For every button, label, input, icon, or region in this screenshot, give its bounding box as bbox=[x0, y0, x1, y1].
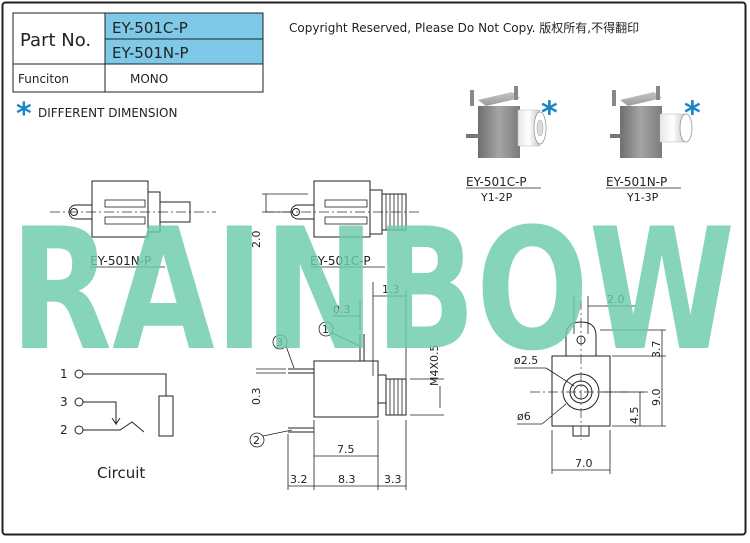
part-number-label: Part No. bbox=[20, 30, 91, 51]
side-dim-1-3: 1.3 bbox=[382, 283, 400, 296]
top-view-c: 2.0 EY-501C-P bbox=[250, 180, 420, 268]
front-dim-phi-6: ø6 bbox=[517, 410, 531, 423]
note-star-icon: * bbox=[16, 97, 32, 132]
side-pin-2-callout: 2 bbox=[253, 434, 260, 447]
front-dim-7-0: 7.0 bbox=[575, 457, 593, 470]
side-dim-3-2: 3.2 bbox=[290, 473, 308, 486]
photo-c-star-icon: * bbox=[541, 94, 558, 132]
rainbow-watermark: RAINBOW bbox=[10, 192, 735, 388]
top-view-n-label: EY-501N-P bbox=[90, 254, 151, 268]
photo-c-sub: Y1-2P bbox=[480, 191, 513, 204]
circuit-node-1: 1 bbox=[60, 367, 68, 381]
photo-c-label: EY-501C-P bbox=[466, 175, 527, 189]
circuit-diagram: 1 3 2 Circuit bbox=[60, 367, 174, 482]
part-number-n: EY-501N-P bbox=[112, 44, 189, 62]
side-view: 0.3 1.3 M4X0.5 0.3 1 3 2 7.5 3.2 8.3 3.3 bbox=[249, 282, 444, 490]
copyright-notice: Copyright Reserved, Please Do Not Copy. … bbox=[289, 20, 639, 35]
top-view-c-dim-2-0: 2.0 bbox=[250, 231, 263, 249]
circuit-node-3: 3 bbox=[60, 395, 68, 409]
side-dim-3-3: 3.3 bbox=[384, 473, 402, 486]
top-view-n: EY-501N-P bbox=[50, 180, 216, 268]
note-text: DIFFERENT DIMENSION bbox=[38, 106, 177, 120]
function-label: Funciton bbox=[18, 72, 69, 86]
front-dim-2-0: 2.0 bbox=[607, 293, 625, 306]
part-table: Part No. EY-501C-P EY-501N-P Funciton MO… bbox=[12, 12, 264, 93]
side-pin-3-callout: 3 bbox=[276, 336, 283, 349]
part-number-c: EY-501C-P bbox=[112, 19, 188, 37]
top-view-c-label: EY-501C-P bbox=[310, 254, 371, 268]
circuit-title: Circuit bbox=[97, 464, 145, 482]
side-dim-8-3: 8.3 bbox=[338, 473, 356, 486]
photo-n-label: EY-501N-P bbox=[606, 175, 667, 189]
product-photo-c bbox=[466, 86, 547, 158]
side-dim-7-5: 7.5 bbox=[337, 443, 355, 456]
side-dim-0-3-top: 0.3 bbox=[333, 303, 351, 316]
side-pin-1-callout: 1 bbox=[322, 323, 329, 336]
photo-n-star-icon: * bbox=[684, 94, 701, 132]
front-dim-phi-2-5: ø2.5 bbox=[514, 354, 538, 367]
front-dim-4-5: 4.5 bbox=[628, 407, 641, 425]
function-value: MONO bbox=[130, 72, 168, 86]
product-photo-n bbox=[610, 86, 693, 158]
circuit-node-2: 2 bbox=[60, 423, 68, 437]
side-dim-0-3-left: 0.3 bbox=[250, 388, 263, 406]
side-dim-m4: M4X0.5 bbox=[428, 344, 441, 386]
front-dim-3-7: 3.7 bbox=[650, 341, 663, 359]
front-view: 2.0 3.7 9.0 4.5 ø2.5 ø6 7.0 bbox=[514, 293, 666, 474]
photo-n-sub: Y1-3P bbox=[626, 191, 659, 204]
front-dim-9-0: 9.0 bbox=[650, 389, 663, 407]
